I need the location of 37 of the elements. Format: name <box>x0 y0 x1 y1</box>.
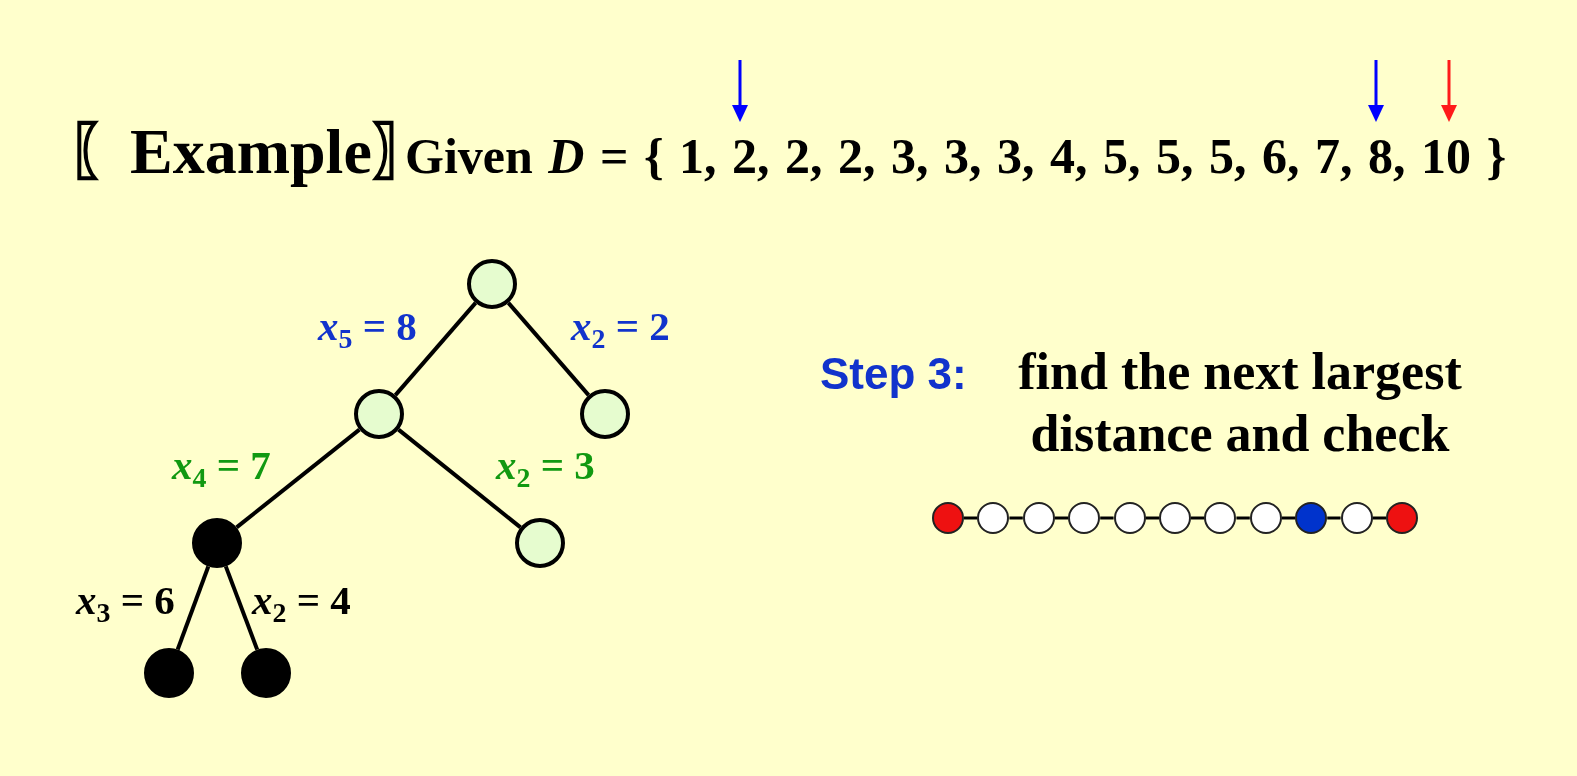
tree-node <box>354 389 404 439</box>
connector-line <box>1191 516 1205 520</box>
connector-line <box>1100 516 1114 520</box>
tree-node <box>580 389 630 439</box>
connector-line <box>1281 516 1296 520</box>
point-node <box>1022 502 1055 534</box>
connector-line <box>1236 516 1250 520</box>
connector-line <box>1372 516 1386 520</box>
point-node <box>1204 502 1237 534</box>
point-node <box>932 502 964 534</box>
connector-line <box>235 428 361 529</box>
point-node <box>1159 502 1191 534</box>
tree-node <box>515 518 565 568</box>
connector-line <box>175 565 211 651</box>
connector-line <box>1054 516 1069 520</box>
point-node <box>1068 502 1101 534</box>
connector-line <box>964 516 978 520</box>
tree-node <box>241 648 291 698</box>
tree-node <box>467 259 517 309</box>
point-node <box>1295 502 1328 534</box>
connector-line <box>397 428 522 529</box>
set-definition: Given D = { 1, 2, 2, 2, 3, 3, 3, 4, 5, 5, 5, 6, 7, 8, 10 } <box>405 131 1507 181</box>
connector-line <box>1009 516 1023 520</box>
step-heading: Step 3: <box>820 352 967 396</box>
point-node <box>1340 502 1373 534</box>
point-node <box>1113 502 1146 534</box>
connector-line <box>223 565 260 651</box>
connector-line <box>506 301 591 397</box>
point-node <box>1386 502 1418 534</box>
point-node <box>1249 502 1282 534</box>
connector-line <box>393 301 478 397</box>
connector-line <box>1327 516 1341 520</box>
connector-line <box>1145 516 1159 520</box>
tree-node <box>144 648 194 698</box>
point-node <box>977 502 1010 534</box>
step-description: find the next largest distance and check <box>1017 342 1463 464</box>
tree-node <box>192 518 242 568</box>
